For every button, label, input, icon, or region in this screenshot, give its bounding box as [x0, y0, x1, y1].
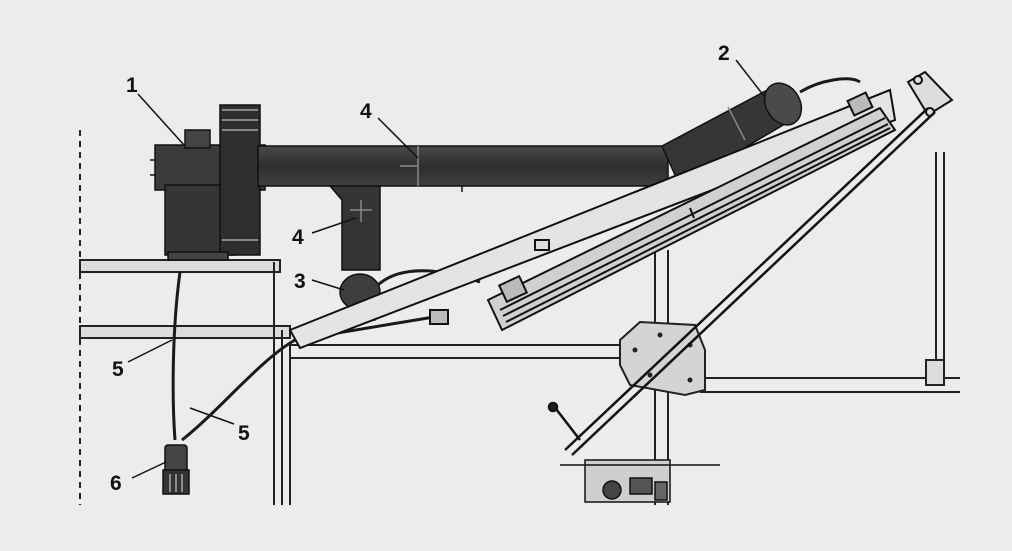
callout-labels: 1 2 4 4 3 5 5 6: [110, 42, 730, 495]
hoses: [171, 77, 861, 442]
support-strut: [547, 107, 936, 456]
inclined-beam: [288, 88, 897, 350]
callout-4-lower: 4: [292, 226, 304, 249]
leader-lines: [127, 59, 765, 479]
callout-5-right: 5: [238, 422, 250, 445]
horizontal-duct: [257, 145, 669, 192]
callout-6: 6: [110, 472, 122, 495]
callout-5-left: 5: [112, 358, 124, 381]
callout-1: 1: [126, 74, 138, 97]
drive-mechanism: [560, 459, 720, 503]
callout-3: 3: [294, 270, 306, 293]
callout-4-upper: 4: [360, 100, 372, 123]
canister: [162, 444, 190, 495]
inclined-duct: [661, 82, 803, 188]
callout-2: 2: [718, 42, 730, 65]
